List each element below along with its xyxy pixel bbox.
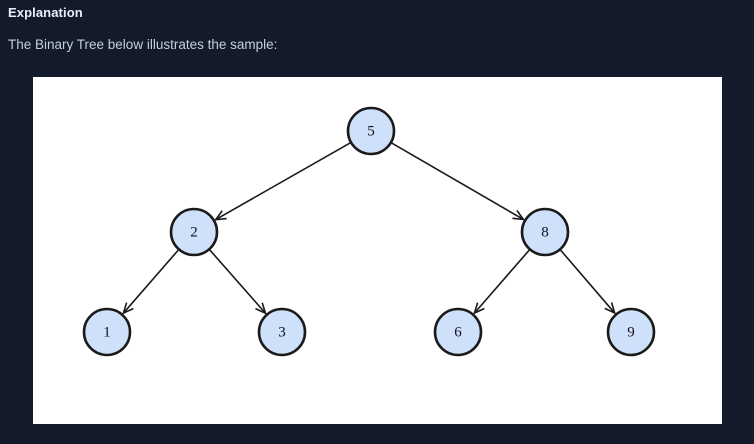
tree-node-circle <box>169 207 219 257</box>
tree-node: 1 <box>82 307 132 357</box>
tree-edge-arrowhead <box>214 210 227 221</box>
tree-edge <box>560 249 616 314</box>
tree-node-label: 6 <box>454 324 462 340</box>
tree-edge-arrowhead <box>255 302 267 315</box>
tree-node-label: 2 <box>190 224 198 240</box>
tree-node-circle <box>82 307 132 357</box>
tree-node-label: 5 <box>367 123 375 139</box>
edge-layer <box>122 142 616 315</box>
page-title: Explanation <box>8 5 83 20</box>
tree-node: 8 <box>520 207 570 257</box>
tree-node-circle <box>346 106 396 156</box>
tree-node: 3 <box>257 307 307 357</box>
tree-edge <box>209 249 267 314</box>
tree-node-label: 3 <box>278 324 286 340</box>
binary-tree-diagram: 5 2 8 1 3 6 9 <box>82 106 656 357</box>
tree-node: 9 <box>606 307 656 357</box>
tree-node-circle <box>433 307 483 357</box>
tree-edge <box>391 142 524 221</box>
tree-edge <box>122 249 179 314</box>
tree-edge <box>473 249 530 314</box>
tree-node-circle <box>606 307 656 357</box>
tree-node-label: 8 <box>541 224 549 240</box>
tree-node-circle <box>257 307 307 357</box>
tree-edge-arrowhead <box>604 302 616 315</box>
tree-node: 5 <box>346 106 396 156</box>
tree-node: 2 <box>169 207 219 257</box>
tree-edge-arrowhead <box>122 302 134 315</box>
tree-edge <box>215 142 351 221</box>
tree-edge-arrowhead <box>512 210 526 221</box>
tree-node-circle <box>520 207 570 257</box>
tree-node-label: 1 <box>103 324 111 340</box>
diagram-panel: 5 2 8 1 3 6 9 <box>33 77 722 424</box>
tree-node-label: 9 <box>627 324 635 340</box>
node-layer: 5 2 8 1 3 6 9 <box>82 106 656 357</box>
tree-edge-arrowhead <box>473 302 485 315</box>
explanation-subtitle: The Binary Tree below illustrates the sa… <box>8 37 278 52</box>
tree-node: 6 <box>433 307 483 357</box>
